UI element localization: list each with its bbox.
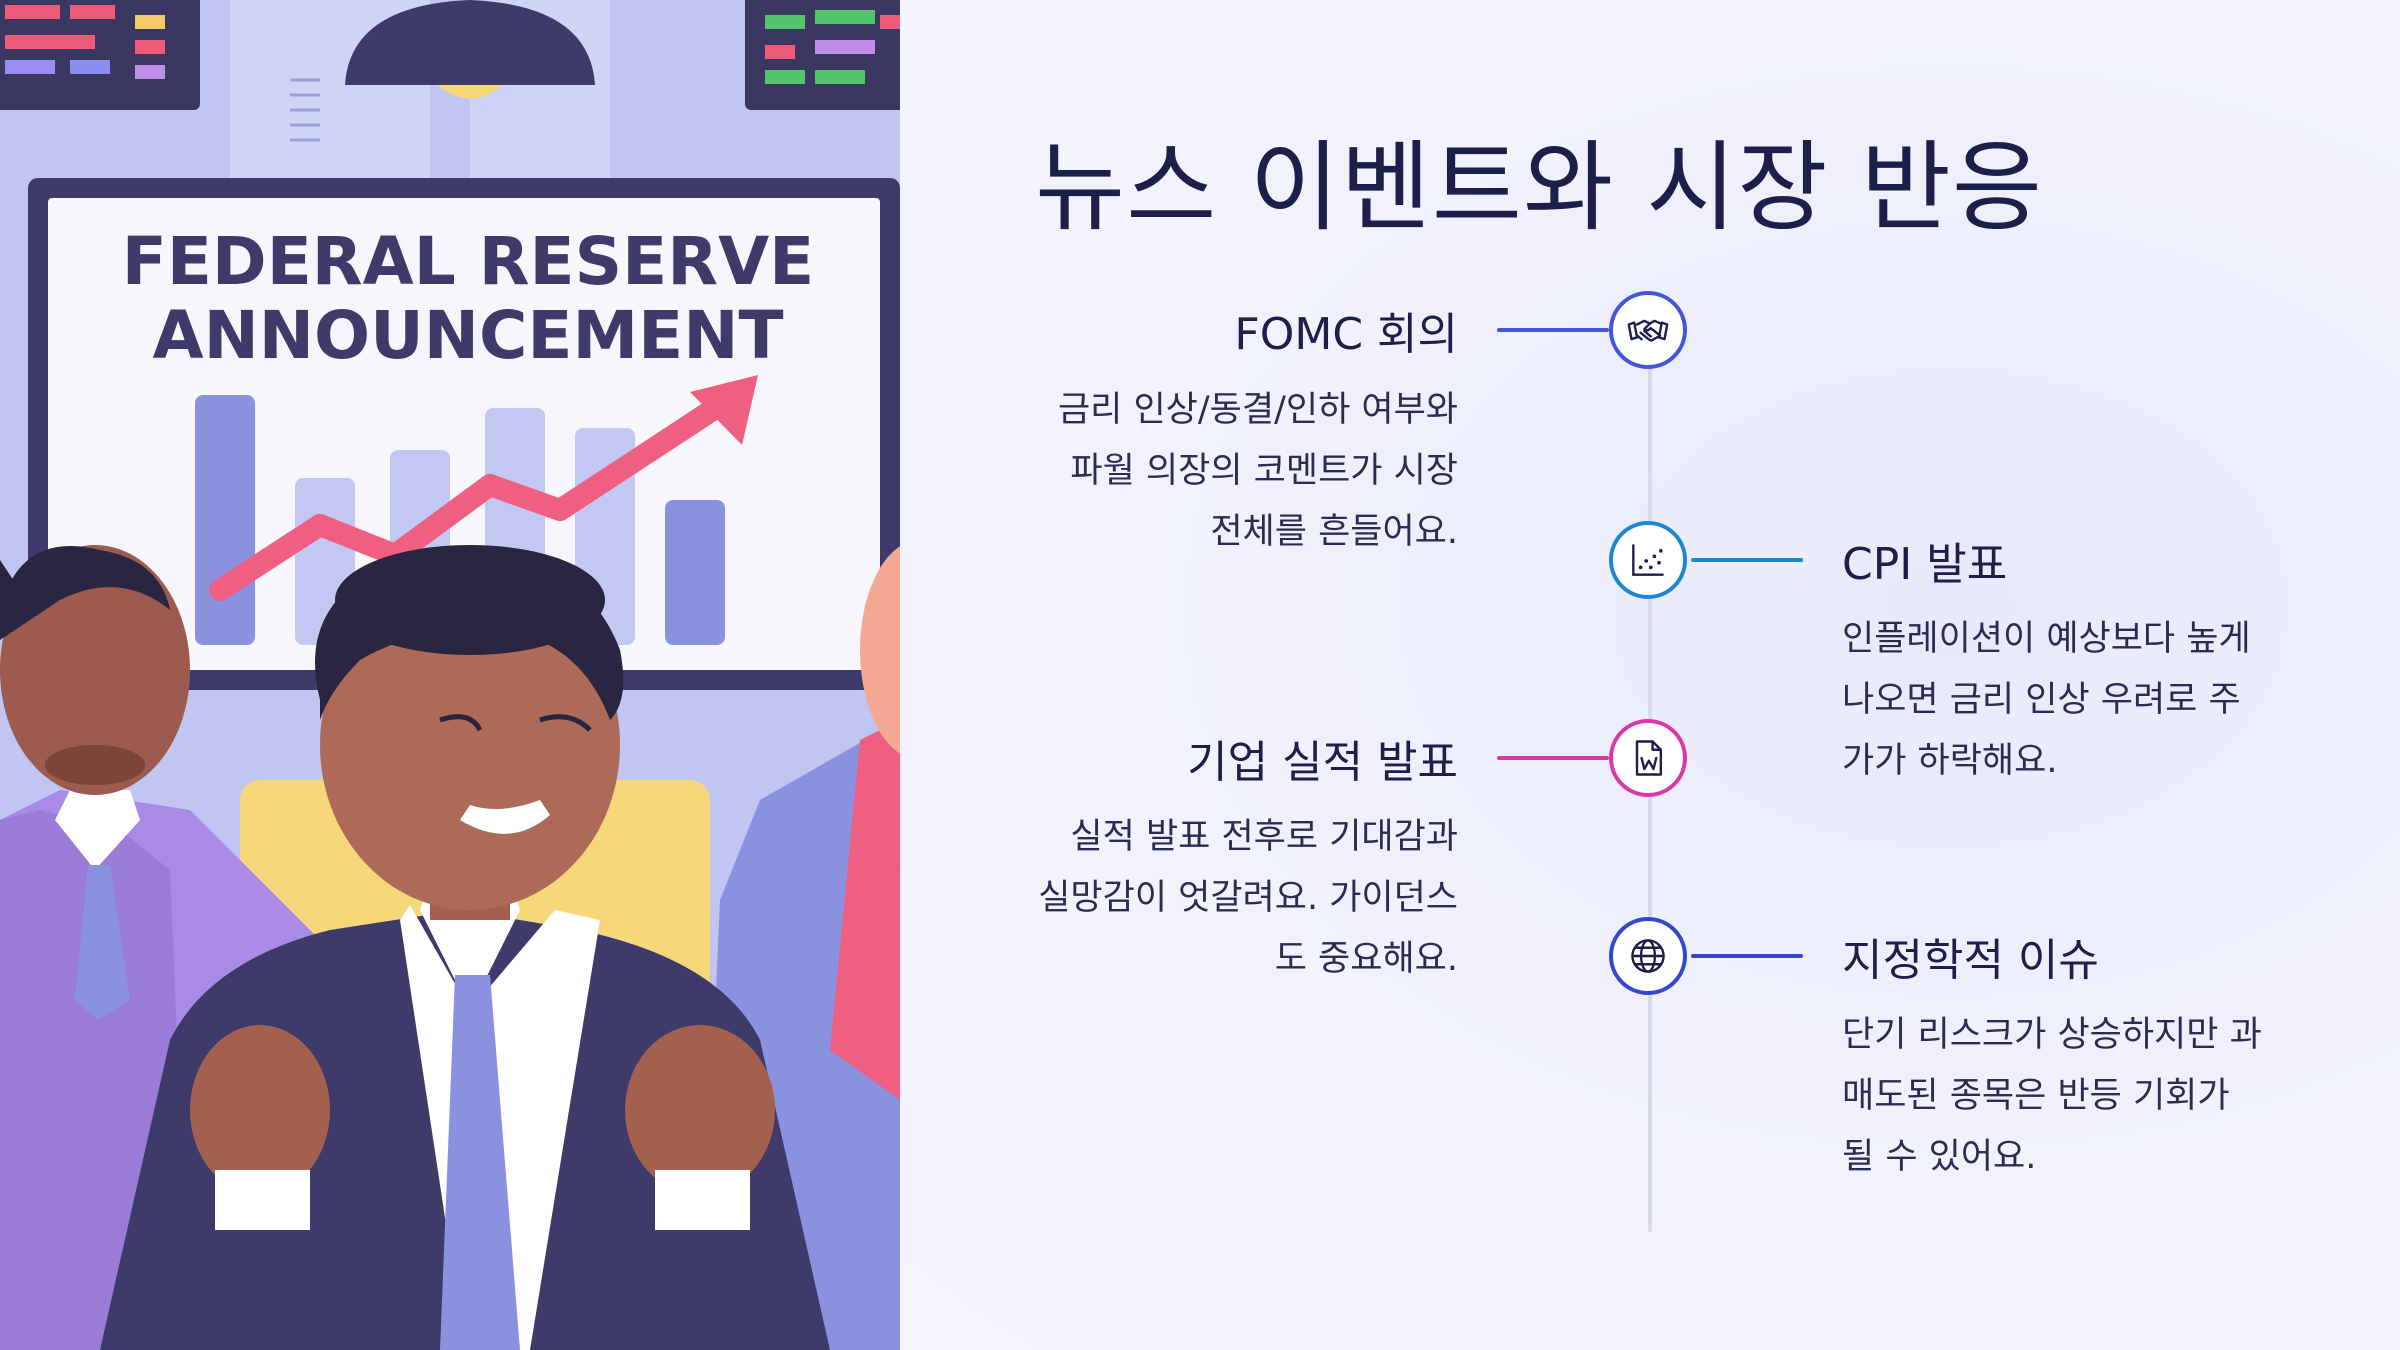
timeline-node xyxy=(1609,719,1687,797)
timeline-item-description: 단기 리스크가 상승하지만 과매도된 종목은 반등 기회가 될 수 있어요. xyxy=(1842,1015,2262,1177)
timeline-node xyxy=(1609,291,1687,369)
timeline-connector xyxy=(1497,756,1609,760)
handshake-icon xyxy=(1627,319,1669,342)
globe-icon xyxy=(1631,939,1665,973)
scatter-chart-icon xyxy=(1632,544,1664,576)
timeline-item-description: 실적 발표 전후로 기대감과 실망감이 엇갈려요. 가이던스도 중요해요. xyxy=(1038,817,1458,979)
screen-headline-1: FEDERAL RESERVE xyxy=(122,223,814,300)
document-icon xyxy=(1635,740,1663,776)
timeline-node xyxy=(1609,917,1687,995)
timeline-node xyxy=(1609,521,1687,599)
timeline-item-description: 인플레이션이 예상보다 높게 나오면 금리 인상 우려로 주가가 하락해요. xyxy=(1842,619,2251,781)
timeline-connector xyxy=(1497,328,1609,332)
timeline-item-title: CPI 발표 xyxy=(1842,539,2008,590)
hero-illustration: FEDERAL RESERVE ANNOUNCEMENT xyxy=(0,0,900,1350)
timeline-item-title: FOMC 회의 xyxy=(1234,309,1458,360)
timeline-item-title: 지정학적 이슈 xyxy=(1842,935,2099,986)
slide-title: 뉴스 이벤트와 시장 반응 xyxy=(1035,131,2044,245)
timeline-item-description: 금리 인상/동결/인하 여부와 파월 의장의 코멘트가 시장 전체를 흔들어요. xyxy=(1057,390,1458,552)
timeline-connector xyxy=(1691,558,1803,562)
screen-headline-2: ANNOUNCEMENT xyxy=(152,297,783,374)
timeline-connector xyxy=(1691,954,1803,958)
timeline-item-title: 기업 실적 발표 xyxy=(1187,737,1458,788)
